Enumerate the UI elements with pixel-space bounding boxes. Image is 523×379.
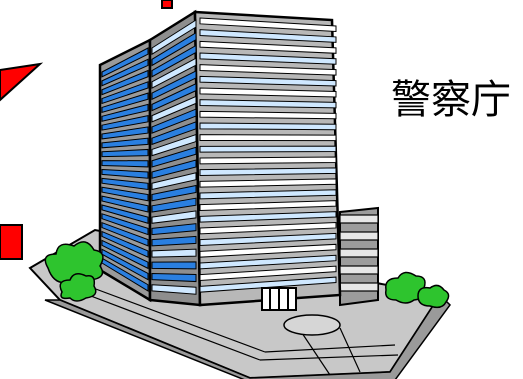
window-band (151, 121, 197, 146)
agency-name-label: 警察庁 (391, 77, 511, 123)
window-band (101, 115, 149, 131)
window-band (151, 133, 197, 157)
window-band (101, 160, 149, 168)
window-band (199, 200, 337, 212)
window-band (199, 29, 337, 43)
window-band (151, 223, 197, 236)
window-band (101, 47, 149, 78)
window-band (151, 146, 197, 168)
red-arrow-icon (0, 62, 44, 102)
window-band (151, 235, 197, 247)
window-band (151, 19, 197, 56)
building-annex (339, 206, 379, 307)
window-band (151, 197, 197, 213)
window-band (151, 272, 197, 283)
window-band (199, 87, 337, 98)
window-band (199, 156, 337, 165)
window-band (199, 276, 337, 293)
window-band (101, 248, 149, 281)
window-band (101, 186, 149, 202)
window-band (101, 148, 149, 158)
window-band (199, 64, 337, 76)
window-band (199, 40, 337, 54)
office-building-icon (98, 9, 342, 311)
window-band (101, 230, 149, 258)
window-band (151, 210, 197, 224)
window-band (101, 177, 149, 191)
window-band (101, 195, 149, 213)
window-band (101, 103, 149, 122)
window-band (151, 261, 197, 270)
window-band (151, 108, 197, 134)
window-band (151, 31, 197, 67)
window-band (101, 81, 149, 105)
window-band (199, 254, 337, 270)
window-band (199, 17, 337, 32)
red-square-icon (0, 224, 23, 260)
window-band (151, 284, 197, 295)
top-red-mark (161, 0, 173, 9)
window-band (101, 221, 149, 247)
window-band (199, 167, 337, 177)
window-band (199, 145, 337, 153)
window-band (151, 172, 197, 191)
window-band (199, 265, 337, 282)
window-band (199, 122, 337, 131)
window-band (199, 232, 337, 247)
window-band (101, 126, 149, 140)
window-band (101, 69, 149, 96)
window-band (199, 52, 337, 65)
window-band (199, 243, 337, 258)
window-band (199, 134, 337, 142)
window-band (101, 137, 149, 149)
window-band (101, 58, 149, 87)
window-band (151, 95, 197, 123)
window-band (151, 70, 197, 101)
window-band (151, 57, 197, 89)
window-band (151, 248, 197, 258)
window-band (199, 211, 337, 223)
building-entrance (261, 287, 297, 311)
window-band (101, 239, 149, 270)
window-band (151, 82, 197, 112)
window-band (199, 99, 337, 109)
tree-icon (44, 241, 450, 309)
window-band (151, 44, 197, 78)
window-band (199, 75, 337, 87)
window-band (199, 189, 337, 200)
window-band (151, 184, 197, 202)
window-band (101, 213, 149, 236)
window-band (199, 110, 337, 120)
window-band (151, 159, 197, 179)
window-band (199, 178, 337, 188)
window-band (101, 168, 149, 179)
window-band (101, 92, 149, 113)
window-band (101, 204, 149, 224)
window-band (199, 221, 337, 235)
